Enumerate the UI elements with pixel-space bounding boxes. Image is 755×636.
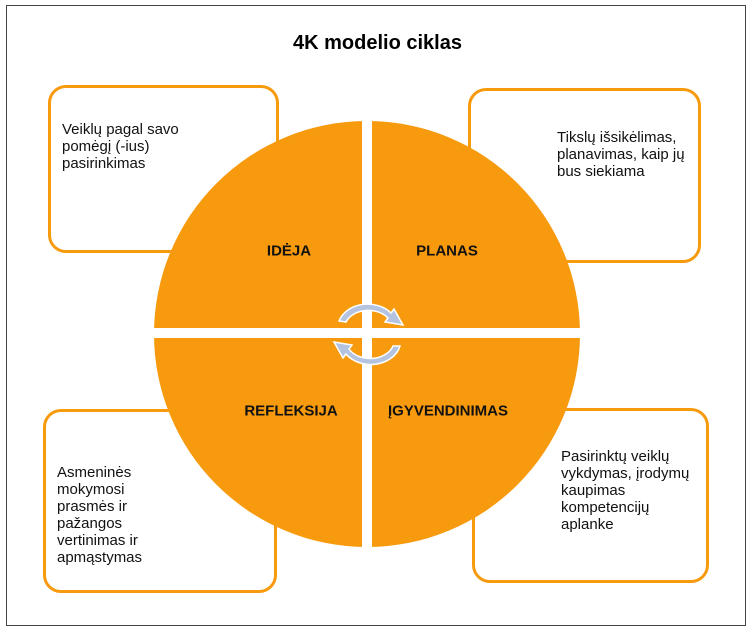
diagram-frame <box>6 5 746 626</box>
reflection-description: Asmeninės mokymosi prasmės ir pažangos v… <box>57 464 143 566</box>
quadrant-label-idea: IDĖJA <box>266 242 312 260</box>
quadrant-label-plan: PLANAS <box>416 242 478 260</box>
idea-description: Veiklų pagal savo pomėgį (-ius) pasirink… <box>62 121 179 172</box>
plan-description: Tikslų išsikėlimas, planavimas, kaip jų … <box>557 129 685 180</box>
quadrant-label-reflection: REFLEKSIJA <box>244 402 338 420</box>
implementation-description: Pasirinktų veiklų vykdymas, įrodymų kaup… <box>561 448 690 533</box>
quadrant-label-implementation: ĮGYVENDINIMAS <box>387 402 509 420</box>
diagram-title: 4K modelio ciklas <box>293 32 462 54</box>
horizontal-divider <box>150 328 585 338</box>
cycle-arrows-icon <box>332 303 405 366</box>
